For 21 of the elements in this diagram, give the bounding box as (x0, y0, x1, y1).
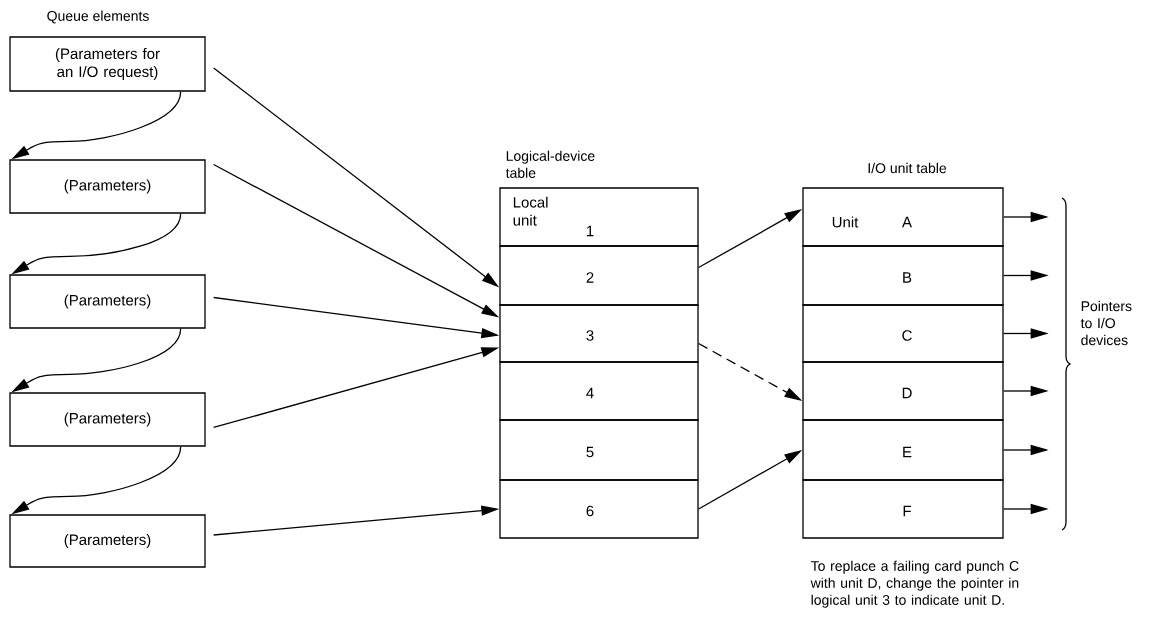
table-cell: F (802, 479, 1004, 539)
table-cell: D (802, 361, 1004, 421)
queue-element-box: (Parameters) (9, 274, 206, 329)
table-cell: E (802, 419, 1004, 481)
table-cell: 3 (499, 304, 699, 363)
table-cell: C (802, 304, 1004, 363)
queue-element-box: (Parameters for an I/O request) (9, 36, 206, 92)
note-text: To replace a failing card punch C with unit D, change the pointer in logical unit 3 to indicate unit D. (810, 560, 1019, 608)
heading: Queue elements (47, 10, 149, 24)
table-cell: Unit A (802, 187, 1004, 247)
table-cell: B (802, 245, 1004, 306)
table-cell: 6 (499, 479, 699, 539)
table-cell: Local unit 1 (499, 187, 699, 247)
table-heading: I/O unit table (868, 162, 947, 174)
brace-label: Pointers to I/O devices (1080, 300, 1132, 346)
table-cell: 4 (499, 361, 699, 421)
table-cell: 5 (499, 419, 699, 481)
queue-element-box: (Parameters) (9, 514, 206, 568)
queue-element-box: (Parameters) (9, 159, 206, 214)
table-cell: 2 (499, 245, 699, 306)
queue-element-box: (Parameters) (9, 392, 206, 447)
